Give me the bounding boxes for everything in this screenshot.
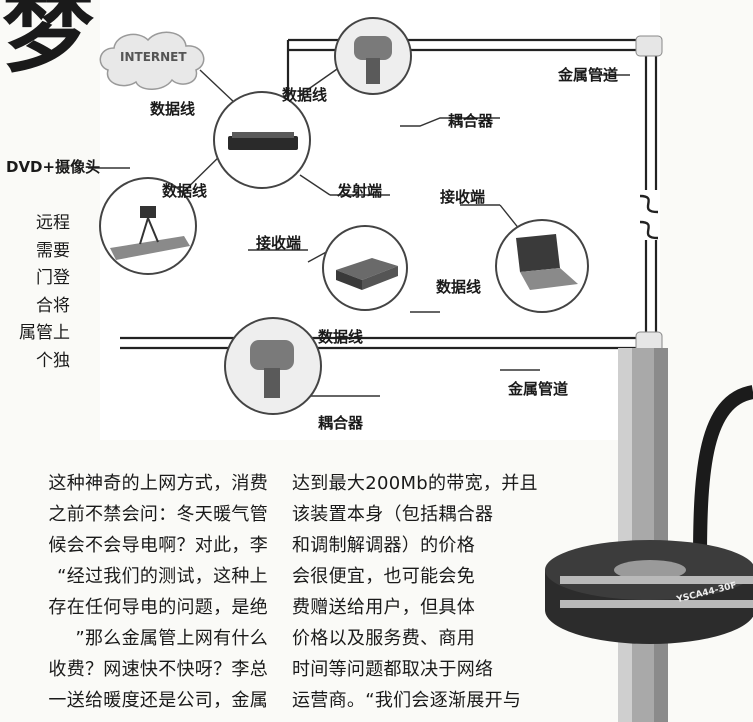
coupler-label: 耦合器: [448, 112, 494, 130]
body-column-left: 这种神奇的上网方式，消费 之前不禁会问：冬天暖气管 候会不会导电啊？对此，李 “…: [0, 468, 268, 716]
dataline-label: 数据线: [436, 278, 482, 296]
dvd-camera-icon: [99, 177, 197, 275]
receiver-box-icon: [322, 225, 408, 311]
text-line: 远程: [36, 213, 70, 233]
text-line: 候会不会导电啊？对此，李: [48, 535, 268, 556]
metal-pipe-label: 金属管道: [508, 380, 569, 398]
text-line: 费赠送给用户，但具体: [292, 597, 475, 618]
pipe-photo: [545, 348, 753, 722]
transmitter-label: 发射端: [337, 182, 383, 200]
pipe-break-icon: [639, 194, 659, 240]
text-line: 一送给暖度还是公司，金属: [48, 690, 268, 711]
text-line: 门登: [36, 268, 70, 288]
text-line: 达到最大200Mb的带宽，并且: [292, 473, 538, 494]
dataline-label: 数据线: [150, 100, 196, 118]
text-line: 合将: [36, 295, 70, 316]
text-line: “经过我们的测试，这种上: [57, 566, 268, 587]
text-line: 这种神奇的上网方式，消费: [48, 473, 268, 494]
body-column-right: 达到最大200Mb的带宽，并且 该装置本身（包括耦合器 和调制解调器）的价格 会…: [292, 468, 592, 716]
text-line: 和调制解调器）的价格: [292, 535, 475, 556]
transmitter-icon: [213, 91, 311, 189]
dvd-camera-label: DVD+摄像头: [6, 158, 101, 176]
metal-pipe-label: 金属管道: [558, 66, 619, 84]
left-column-text: 远程 需要 门登 合将 属管上 个独: [0, 210, 70, 375]
receiver-label: 接收端: [256, 234, 302, 252]
text-line: 属管上: [19, 323, 70, 343]
text-line: 收费？网速快不快呀？李总: [48, 659, 268, 680]
dataline-label: 数据线: [282, 86, 328, 104]
text-line: 该装置本身（包括耦合器: [292, 504, 494, 525]
receiver-label: 接收端: [440, 188, 486, 206]
text-line: 价格以及服务费、商用: [292, 628, 475, 649]
text-line: 运营商。“我们会逐渐展开与: [292, 690, 522, 711]
text-line: 之前不禁会问：冬天暖气管: [48, 504, 268, 525]
text-line: ”那么金属管上网有什么: [75, 628, 268, 649]
internet-cloud-icon: [99, 31, 205, 90]
headline-character: 梦: [2, 0, 95, 85]
text-line: 会很便宜，也可能会免: [292, 566, 475, 587]
text-line: 存在任何导电的问题，是绝: [48, 597, 268, 618]
text-line: 需要: [36, 240, 70, 261]
dataline-label: 数据线: [162, 182, 208, 200]
text-line: 时间等问题都取决于网络: [292, 659, 494, 680]
dataline-label: 数据线: [318, 328, 364, 346]
bottom-coupler-icon: [224, 317, 322, 415]
laptop-icon: [495, 219, 589, 313]
top-coupler-icon: [334, 17, 412, 95]
coupler-label: 耦合器: [318, 414, 364, 432]
internet-label: INTERNET: [120, 50, 187, 64]
text-line: 个独: [36, 350, 70, 371]
